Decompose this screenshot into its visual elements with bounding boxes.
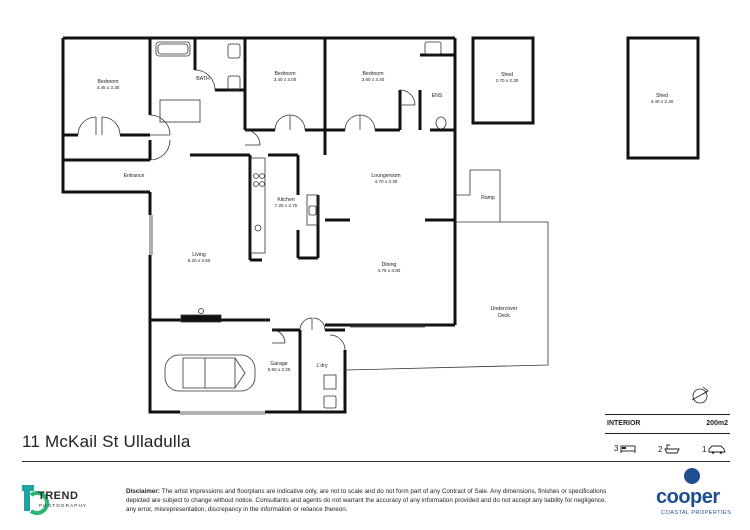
trend-brand-sub: PHOTOGRAPHY bbox=[39, 503, 88, 508]
room-name: Dining bbox=[382, 262, 397, 268]
property-address: 11 McKail St Ulladulla bbox=[22, 432, 191, 451]
cooper-logo-icon bbox=[684, 468, 700, 484]
room-dims: 4.70 x 3.30 bbox=[375, 179, 398, 184]
room-dims: 2.70 x 2.30 bbox=[496, 78, 519, 83]
room-name: Living bbox=[192, 252, 206, 258]
bathroom-count-value: 2 bbox=[658, 444, 663, 454]
bathroom-count: 2 bbox=[658, 444, 681, 454]
room-labels: Bedroom 4.45 x 3.30 BATH Bedroom 3.40 x … bbox=[97, 71, 674, 372]
room-name: Ramp bbox=[481, 195, 495, 201]
floor-plan: Bedroom 4.45 x 3.30 BATH Bedroom 3.40 x … bbox=[61, 36, 709, 415]
trend-logo-icon bbox=[22, 485, 49, 515]
room-dims: 4.45 x 3.30 bbox=[97, 85, 120, 90]
room-dims: 5.50 x 3.20 bbox=[268, 367, 291, 372]
disclaimer-text: The artist impressions and floorplans ar… bbox=[126, 488, 607, 513]
room-dims: 4.40 x 2.40 bbox=[651, 99, 674, 104]
room-name: BATH bbox=[196, 76, 210, 82]
room-name: Garage bbox=[270, 361, 287, 367]
footer-divider bbox=[22, 461, 730, 462]
room-name: Shed bbox=[501, 72, 513, 78]
room-dims: 7.25 x 2.75 bbox=[275, 203, 298, 208]
car-icon bbox=[709, 445, 727, 454]
room-name: Loungeroom bbox=[371, 173, 400, 179]
room-name: Deck bbox=[498, 313, 510, 319]
room-name: Undercover bbox=[491, 306, 518, 312]
room-dims: 4.75 x 3.80 bbox=[378, 268, 401, 273]
room-name: Kitchen bbox=[277, 197, 294, 203]
room-name: Entrance bbox=[124, 173, 145, 179]
north-arrow-icon bbox=[691, 386, 709, 404]
bedroom-count-value: 3 bbox=[614, 444, 619, 453]
exterior-walls bbox=[61, 36, 700, 414]
room-dims: 3.40 x 3.00 bbox=[274, 77, 297, 82]
room-name: Shed bbox=[656, 93, 668, 99]
room-name: Bedroom bbox=[97, 79, 118, 85]
trend-brand-name: TREND bbox=[38, 490, 79, 502]
parking-count-value: 1 bbox=[702, 444, 707, 454]
room-dims: 6.20 x 3.50 bbox=[188, 258, 211, 263]
room-dims: 3.60 x 3.40 bbox=[362, 77, 385, 82]
room-name: L'dry bbox=[316, 363, 327, 369]
cooper-brand-sub: COASTAL PROPERTIES bbox=[661, 510, 732, 516]
bath-icon bbox=[664, 444, 681, 454]
disclaimer: Disclaimer: The artist impressions and f… bbox=[126, 487, 608, 514]
disclaimer-heading: Disclaimer: bbox=[126, 488, 160, 495]
room-name: Bedroom bbox=[274, 71, 295, 77]
feature-counts: 3 2 1 bbox=[612, 444, 732, 458]
interior-area: INTERIOR 200m2 bbox=[605, 414, 730, 434]
cooper-brand-name: cooper bbox=[656, 486, 720, 508]
room-name: ENS bbox=[432, 93, 443, 99]
fixtures bbox=[63, 41, 549, 415]
bedroom-count: 3 bbox=[614, 444, 636, 453]
room-name: Bedroom bbox=[362, 71, 383, 77]
interior-value: 200m2 bbox=[706, 420, 728, 427]
interior-label: INTERIOR bbox=[607, 420, 641, 427]
parking-count: 1 bbox=[702, 444, 727, 454]
bed-icon bbox=[620, 445, 636, 453]
